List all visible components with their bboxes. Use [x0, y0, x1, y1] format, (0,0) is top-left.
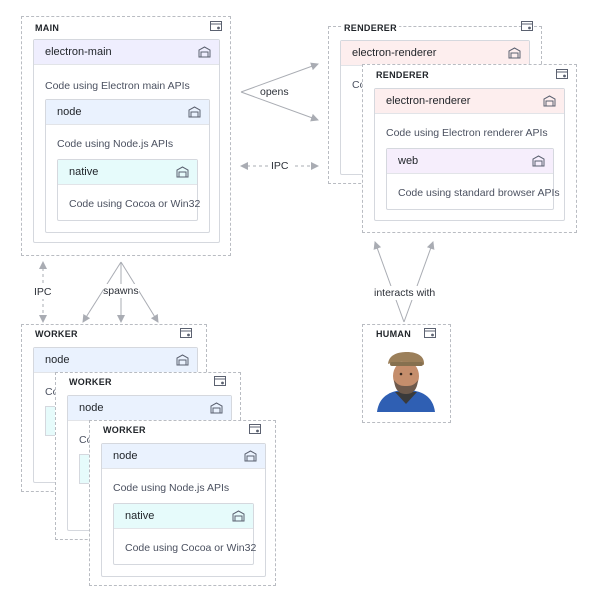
group-label: WORKER	[69, 377, 112, 387]
group-label: RENDERER	[342, 23, 399, 33]
package-header	[46, 100, 209, 125]
package-node: node Code using Node.js APIs native Code…	[45, 99, 210, 233]
group-worker-3: WORKER node Code using Node.js APIs nati…	[89, 420, 276, 586]
container-icon	[180, 328, 192, 338]
package-description: Code using Node.js APIs	[113, 482, 230, 494]
package-header	[387, 149, 553, 174]
package-box-icon	[232, 510, 245, 522]
package-description: Code using Electron main APIs	[45, 80, 190, 92]
package-title: node	[113, 450, 138, 462]
package-box-icon	[176, 166, 189, 178]
package-native: native Code using Cocoa or Win32	[57, 159, 201, 221]
package-description: Code using Cocoa or Win32	[69, 198, 201, 210]
container-icon	[249, 424, 261, 434]
edge-label-spawns: spawns	[103, 284, 139, 298]
package-title: web	[398, 155, 419, 167]
package-electron-renderer: electron-renderer Code using Electron re…	[374, 88, 565, 221]
container-icon	[424, 328, 436, 338]
container-icon	[521, 21, 533, 31]
package-electron-main: electron-main Code using Electron main A…	[33, 39, 220, 243]
package-box-icon	[532, 155, 545, 167]
package-title: electron-main	[45, 46, 112, 58]
package-title: electron-renderer	[386, 95, 471, 107]
container-icon	[556, 69, 568, 79]
group-main: MAIN electron-main Code using Electron m…	[21, 16, 231, 256]
package-header	[68, 396, 231, 421]
package-native: native Code using Cocoa or Win32	[113, 503, 257, 565]
group-label: MAIN	[35, 23, 60, 33]
edge-label-opens: opens	[260, 86, 289, 98]
edge-label-ipc-main-renderer: IPC	[268, 160, 292, 172]
package-web: web Code using standard browser APIs	[386, 148, 560, 210]
edge-spawns-right	[120, 261, 159, 323]
package-worker-3-node: node Code using Node.js APIs native Code…	[101, 443, 266, 577]
edge-opens-lower	[240, 91, 319, 122]
package-description: Code using Node.js APIs	[57, 138, 174, 150]
human-avatar	[373, 346, 439, 412]
package-box-icon	[188, 106, 201, 118]
package-title: native	[69, 166, 99, 178]
package-header	[58, 160, 197, 185]
edge-interacts-right	[403, 241, 435, 323]
package-box-icon	[508, 47, 521, 59]
package-box-icon	[543, 95, 556, 107]
group-label: WORKER	[103, 425, 146, 435]
package-title: node	[45, 354, 70, 366]
edge-spawns-left	[82, 261, 122, 323]
package-title: node	[79, 402, 104, 414]
edge-interacts-left	[373, 241, 405, 323]
package-header	[114, 504, 253, 529]
group-label: RENDERER	[376, 70, 429, 80]
group-label: HUMAN	[376, 329, 411, 339]
package-title: electron-renderer	[352, 47, 437, 59]
package-description: Code using Electron renderer APIs	[386, 127, 548, 139]
edge-opens-upper	[240, 62, 319, 93]
package-title: native	[125, 510, 155, 522]
package-header	[102, 444, 265, 469]
group-renderer-front: RENDERER electron-renderer Code using El…	[362, 64, 577, 233]
package-box-icon	[210, 402, 223, 414]
package-header	[375, 89, 564, 114]
package-title: node	[57, 106, 82, 118]
edge-label-interacts-with: interacts with	[374, 286, 436, 300]
package-description: Code using standard browser APIs	[398, 187, 560, 199]
group-label: WORKER	[35, 329, 78, 339]
package-box-icon	[198, 46, 211, 58]
package-description: Code using Cocoa or Win32	[125, 542, 257, 554]
package-box-icon	[244, 450, 257, 462]
container-icon	[210, 21, 222, 31]
container-icon	[214, 376, 226, 386]
edge-label-ipc-main-worker: IPC	[34, 285, 52, 299]
package-box-icon	[176, 354, 189, 366]
package-header	[34, 40, 219, 65]
